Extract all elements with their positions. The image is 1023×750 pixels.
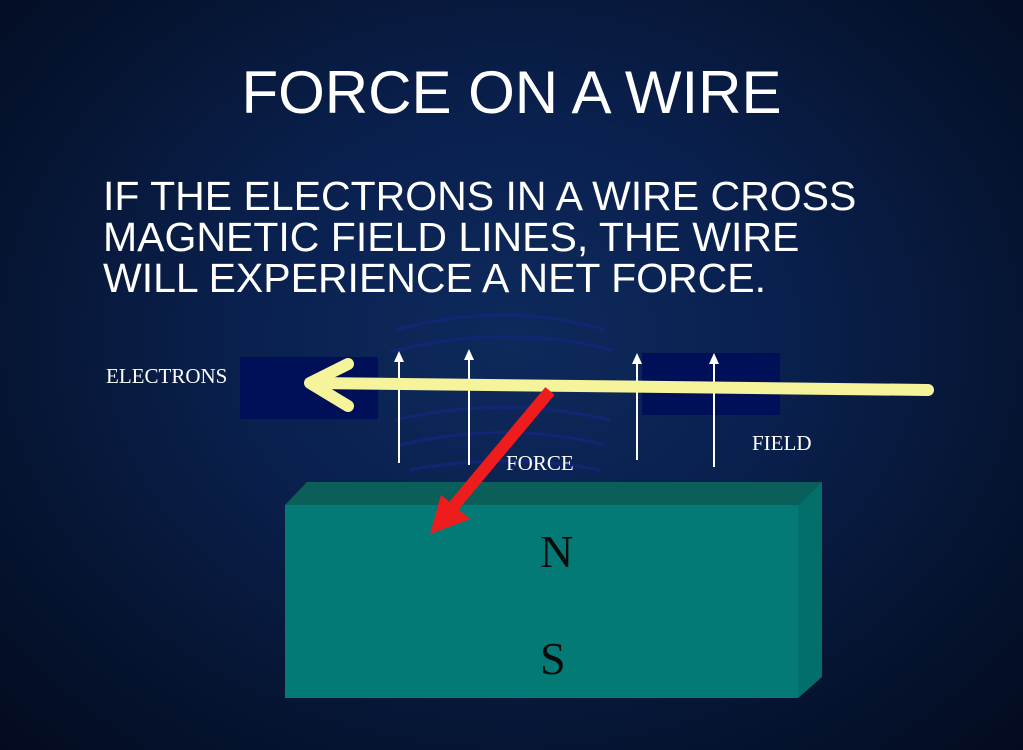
body-line-3: WILL EXPERIENCE A NET FORCE. <box>103 255 767 301</box>
magnet-front-face <box>285 505 798 698</box>
field-curve <box>389 335 613 354</box>
field-arrow <box>394 351 404 463</box>
field-curve <box>394 313 606 332</box>
field-curve <box>394 406 611 422</box>
slide-title: FORCE ON A WIRE <box>241 59 782 126</box>
field-label: FIELD <box>752 431 812 455</box>
slide-body-text: IF THE ELECTRONS IN A WIRE CROSS MAGNETI… <box>103 176 983 299</box>
field-arrows <box>394 349 719 467</box>
wire <box>304 358 934 412</box>
field-arrow <box>632 353 642 460</box>
magnet-side-face <box>798 482 822 698</box>
field-arrow <box>709 353 719 467</box>
field-curve <box>399 431 606 447</box>
field-arrow <box>464 349 474 465</box>
magnet-top-face <box>285 482 822 505</box>
force-arrow <box>430 387 555 534</box>
force-label: FORCE <box>506 451 574 475</box>
south-pole-label: S <box>540 633 566 684</box>
body-line-1: IF THE ELECTRONS IN A WIRE CROSS <box>103 173 857 219</box>
electrons-label: ELECTRONS <box>106 364 228 388</box>
field-curve <box>409 459 601 472</box>
electron-arrowhead <box>304 358 354 412</box>
body-line-2: MAGNETIC FIELD LINES, THE WIRE <box>103 214 800 260</box>
field-line-curves <box>389 313 613 472</box>
bar-magnet <box>285 482 822 698</box>
north-pole-label: N <box>540 526 574 577</box>
